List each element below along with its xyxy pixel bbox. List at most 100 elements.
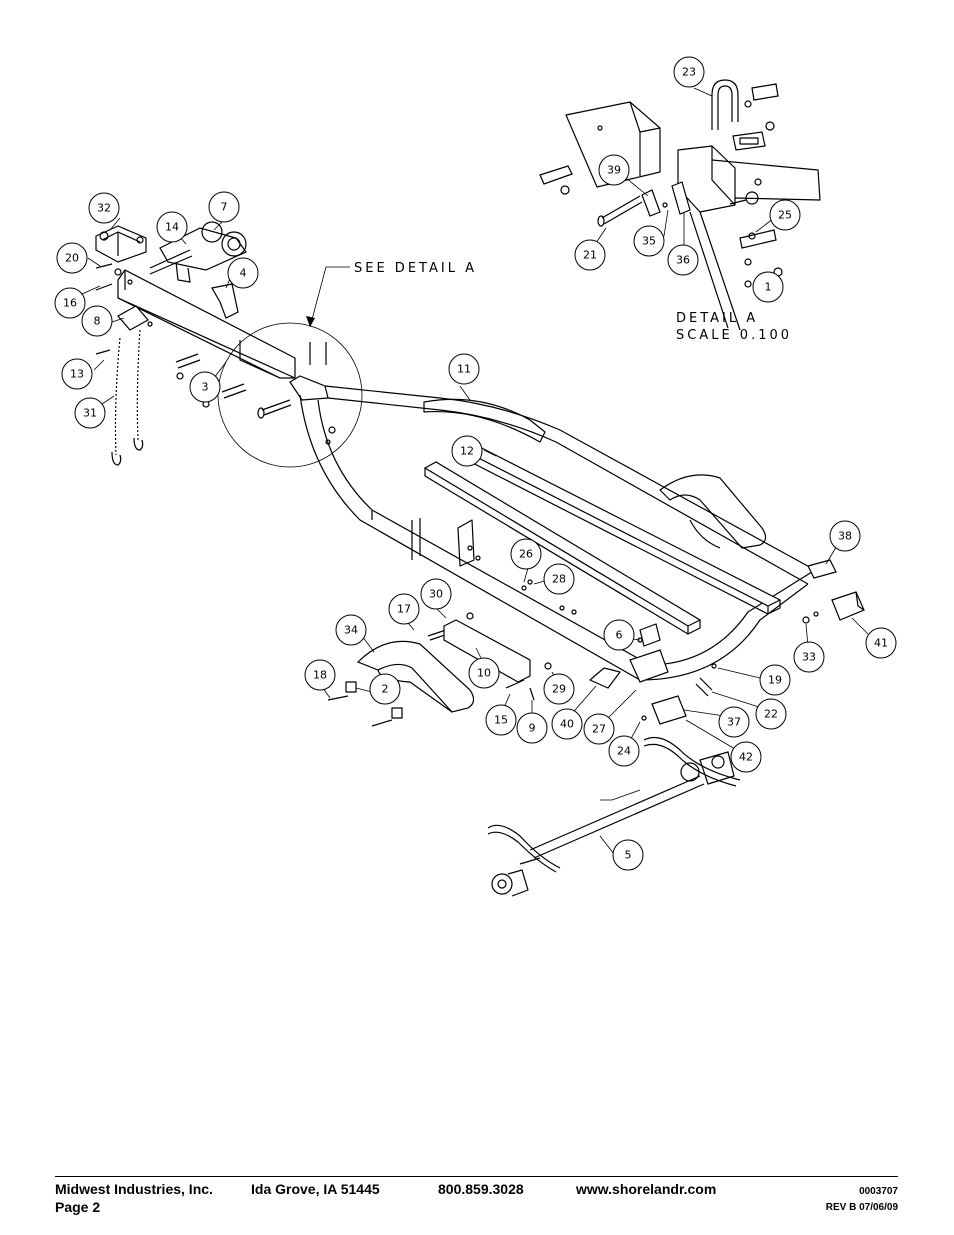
callout-42: 42 [730, 741, 762, 773]
callout-number: 2 [382, 683, 389, 696]
callout-circle [769, 199, 801, 231]
callout-circle [485, 704, 517, 736]
callout-28: 28 [543, 563, 575, 595]
trailer-exploded-diagram: 1234567891011121314151617181920212223242… [54, 56, 897, 897]
callout-number: 22 [764, 708, 778, 721]
callout-number: 21 [583, 249, 597, 262]
callout-circle [551, 708, 583, 740]
detail-a-view [539, 79, 821, 331]
callout-23: 23 [673, 56, 705, 88]
callout-circle [673, 56, 705, 88]
footer-phone: 800.859.3028 [438, 1181, 524, 1197]
callout-circle [793, 641, 825, 673]
callout-number: 10 [477, 667, 491, 680]
callout-13: 13 [61, 358, 93, 390]
callout-33: 33 [793, 641, 825, 673]
callout-14: 14 [156, 211, 188, 243]
callout-number: 23 [682, 66, 696, 79]
callout-number: 20 [65, 252, 79, 265]
callout-number: 38 [838, 530, 852, 543]
callout-number: 41 [874, 637, 888, 650]
callout-circle [448, 353, 480, 385]
callout-number: 34 [344, 624, 358, 637]
callout-circle [208, 191, 240, 223]
callout-circle [755, 698, 787, 730]
callout-number: 29 [552, 683, 566, 696]
callout-24: 24 [608, 735, 640, 767]
callout-5: 5 [612, 839, 644, 871]
callout-18: 18 [304, 659, 336, 691]
callout-number: 42 [739, 751, 753, 764]
footer-page: Page 2 [55, 1199, 101, 1215]
callout-circle [608, 735, 640, 767]
callout-38: 38 [829, 520, 861, 552]
callout-circle [543, 563, 575, 595]
callout-number: 40 [560, 718, 574, 731]
callout-number: 37 [727, 716, 741, 729]
callout-circle [54, 287, 86, 319]
callout-26: 26 [510, 538, 542, 570]
callout-circle [516, 712, 548, 744]
callout-circle [189, 371, 221, 403]
footer-revision: REV B 07/06/09 [825, 1202, 898, 1213]
callout-circle [420, 578, 452, 610]
callout-circle [88, 192, 120, 224]
callout-circle [612, 839, 644, 871]
callout-9: 9 [516, 712, 548, 744]
callout-circle [752, 271, 784, 303]
callout-29: 29 [543, 673, 575, 705]
callout-6: 6 [603, 619, 635, 651]
callout-leaders [81, 87, 869, 855]
callout-11: 11 [448, 353, 480, 385]
callout-circle [730, 741, 762, 773]
tongue-assembly [95, 221, 296, 466]
callout-20: 20 [56, 242, 88, 274]
callout-circle [156, 211, 188, 243]
callout-circle [829, 520, 861, 552]
callout-circle [304, 659, 336, 691]
callout-number: 8 [94, 315, 101, 328]
callout-number: 7 [221, 201, 228, 214]
callout-number: 35 [642, 235, 656, 248]
callout-12: 12 [451, 435, 483, 467]
callout-number: 17 [397, 603, 411, 616]
axle-assembly [487, 695, 741, 897]
callout-21: 21 [574, 239, 606, 271]
callout-number: 9 [529, 722, 536, 735]
callout-34: 34 [335, 614, 367, 646]
callout-27: 27 [583, 713, 615, 745]
callout-circle [865, 627, 897, 659]
callout-number: 13 [70, 368, 84, 381]
callout-circle [451, 435, 483, 467]
callout-number: 18 [313, 669, 327, 682]
callout-3: 3 [189, 371, 221, 403]
callout-number: 36 [676, 254, 690, 267]
callout-circle [543, 673, 575, 705]
callout-number: 31 [83, 407, 97, 420]
callout-2: 2 [369, 673, 401, 705]
callout-circle [74, 397, 106, 429]
detail-title-label: DETAIL A [676, 311, 758, 326]
callout-number: 19 [768, 674, 782, 687]
callout-number: 4 [240, 267, 247, 280]
callout-circle [718, 706, 750, 738]
callout-16: 16 [54, 287, 86, 319]
callout-4: 4 [227, 257, 259, 289]
callout-number: 24 [617, 745, 631, 758]
callout-number: 26 [519, 548, 533, 561]
callout-number: 15 [494, 714, 508, 727]
callout-number: 1 [765, 281, 772, 294]
callout-number: 28 [552, 573, 566, 586]
detail-scale-label: SCALE 0.100 [676, 328, 792, 343]
fender-assembly [327, 612, 552, 727]
callout-number: 30 [429, 588, 443, 601]
callout-circle [667, 244, 699, 276]
callout-30: 30 [420, 578, 452, 610]
footer-location: Ida Grove, IA 51445 [251, 1181, 380, 1197]
callout-number: 12 [460, 445, 474, 458]
callout-39: 39 [598, 154, 630, 186]
footer-doc-number: 0003707 [859, 1186, 898, 1197]
callout-22: 22 [755, 698, 787, 730]
callout-number: 16 [63, 297, 77, 310]
